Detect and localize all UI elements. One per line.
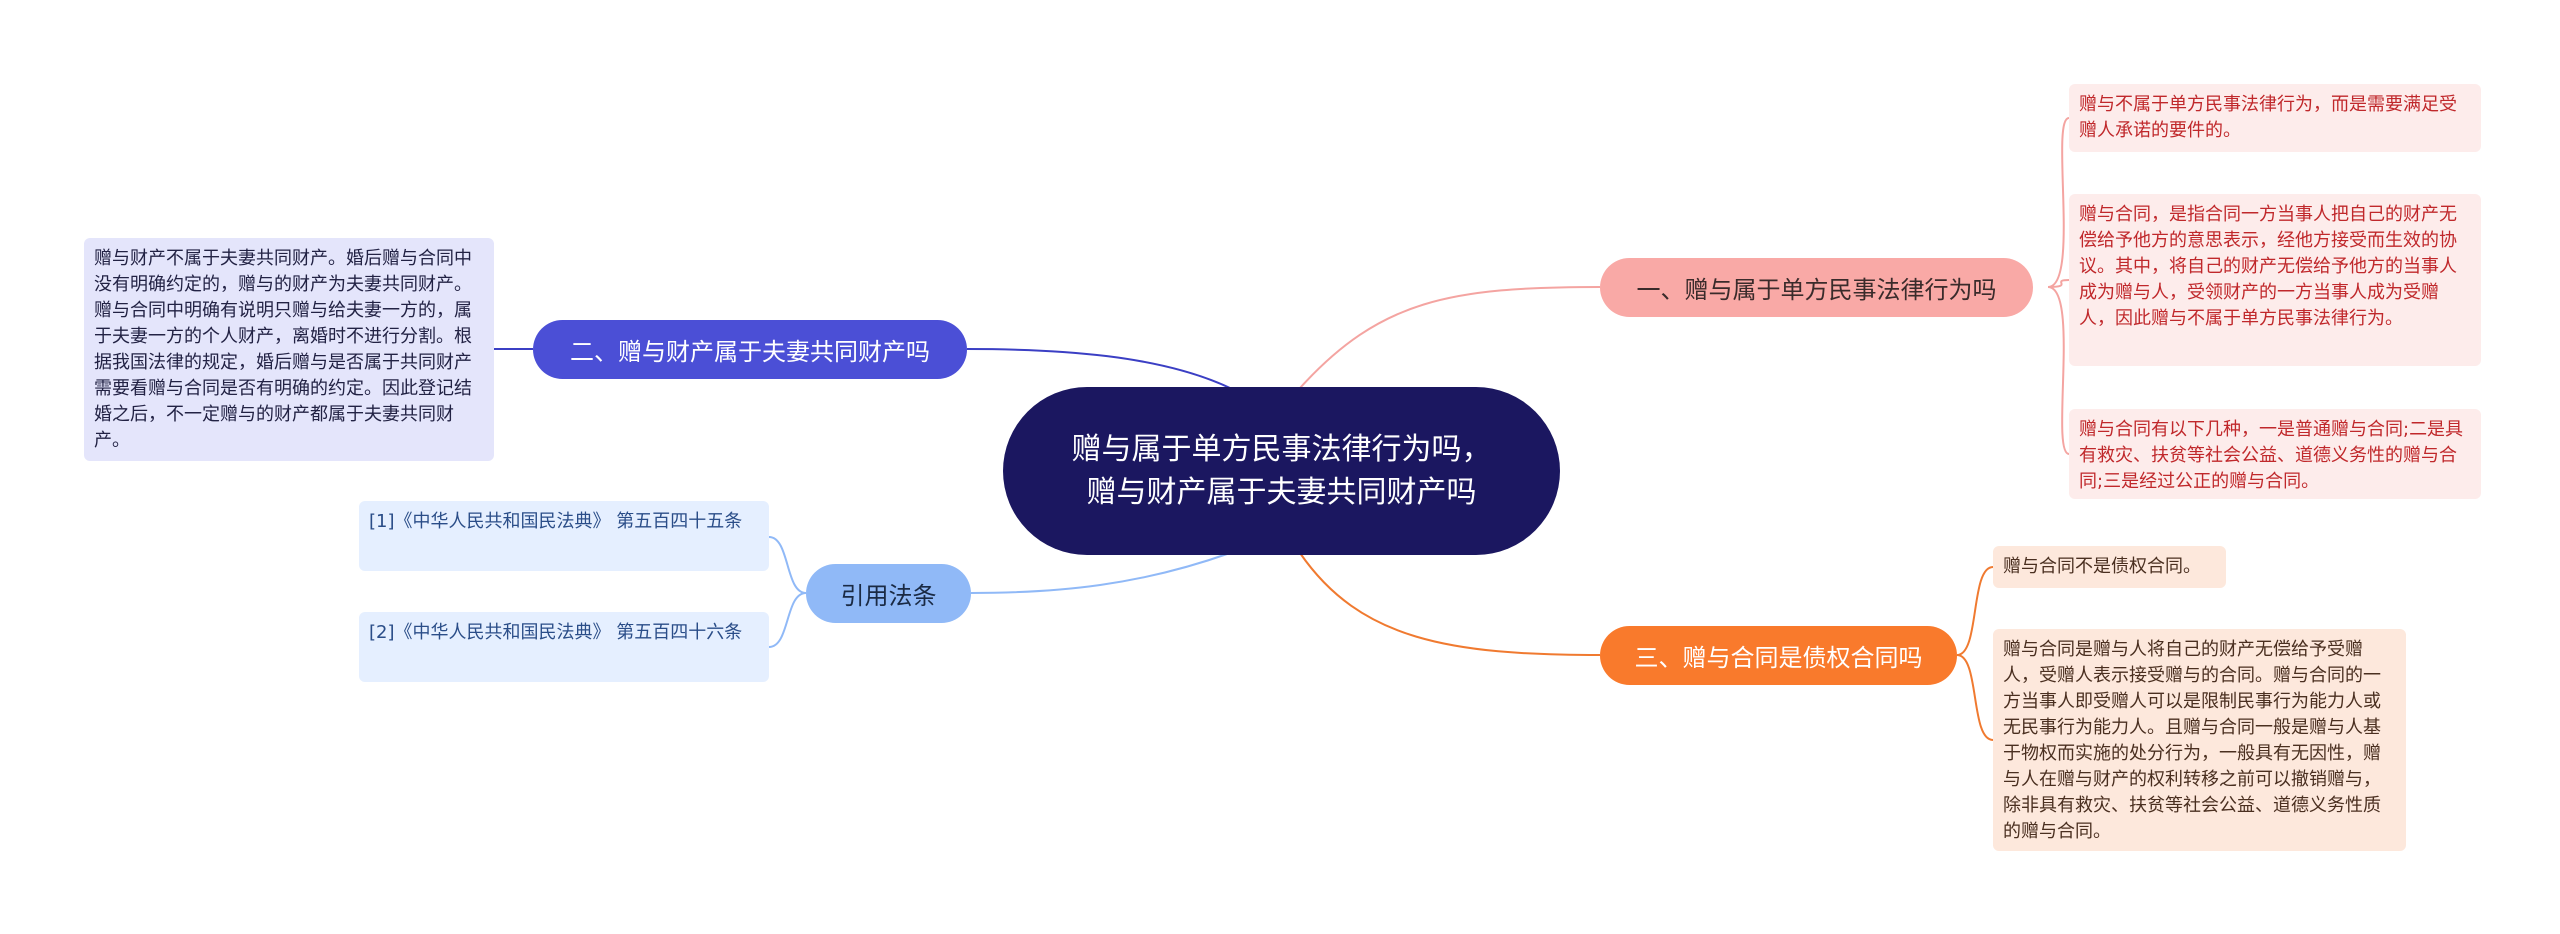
leaf-b1-3[interactable]: 赠与合同有以下几种，一是普通赠与合同;二是具有救灾、扶贫等社会公益、道德义务性的… — [2069, 409, 2481, 499]
leaf-b1-1[interactable]: 赠与不属于单方民事法律行为，而是需要满足受赠人承诺的要件的。 — [2069, 84, 2481, 152]
leaf-b1-2[interactable]: 赠与合同，是指合同一方当事人把自己的财产无偿给予他方的意思表示，经他方接受而生效… — [2069, 194, 2481, 366]
root-topic[interactable]: 赠与属于单方民事法律行为吗，赠与财产属于夫妻共同财产吗 — [1003, 387, 1560, 555]
branch-cited-laws[interactable]: 引用法条 — [806, 564, 971, 623]
link-root-b4 — [970, 552, 1231, 594]
leaf-b3-1[interactable]: 赠与合同不是债权合同。 — [1993, 546, 2226, 588]
link-root-b3 — [1299, 552, 1601, 656]
leaf-b3-2[interactable]: 赠与合同是赠与人将自己的财产无偿给予受赠人，受赠人表示接受赠与的合同。赠与合同的… — [1993, 629, 2406, 851]
link-b3-leaves — [1956, 566, 1994, 741]
branch-2[interactable]: 二、赠与财产属于夫妻共同财产吗 — [533, 320, 967, 379]
link-root-b2 — [966, 348, 1231, 389]
link-b4-leaves — [768, 536, 807, 648]
leaf-law-1[interactable]: [1]《中华人民共和国民法典》 第五百四十五条 — [359, 501, 769, 571]
leaf-b2-1[interactable]: 赠与财产不属于夫妻共同财产。婚后赠与合同中没有明确约定的，赠与的财产为夫妻共同财… — [84, 238, 494, 461]
leaf-law-2[interactable]: [2]《中华人民共和国民法典》 第五百四十六条 — [359, 612, 769, 682]
link-root-b1 — [1299, 286, 1601, 389]
link-b1-leaves — [2047, 117, 2070, 455]
branch-3[interactable]: 三、赠与合同是债权合同吗 — [1600, 626, 1957, 685]
branch-1[interactable]: 一、赠与属于单方民事法律行为吗 — [1600, 258, 2033, 317]
